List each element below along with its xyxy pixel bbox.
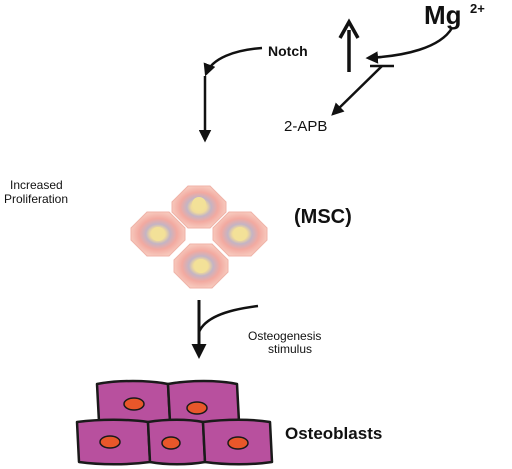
nucleus-1 — [123, 397, 145, 411]
msc-nucleus-right — [233, 227, 247, 241]
nucleus-5 — [227, 436, 249, 450]
mg-charge-label: 2+ — [470, 1, 485, 16]
mg-to-notch-arrow — [365, 27, 454, 64]
stimulus-curve-arrow — [197, 304, 259, 333]
proliferation-label: Proliferation — [4, 192, 68, 206]
increased-label: Increased — [10, 178, 63, 192]
osteoblast-nuclei — [99, 397, 249, 450]
notch-label: Notch — [268, 43, 308, 59]
msc-cell-group — [130, 185, 268, 289]
osteoblast-group — [75, 379, 274, 466]
osteoblast-top-right — [166, 379, 241, 425]
msc-nucleus-top — [192, 197, 206, 211]
nucleus-3 — [99, 435, 121, 449]
stimulus-label: stimulus — [268, 342, 312, 356]
notch-curve-arrow — [203, 46, 263, 77]
msc-label: (MSC) — [294, 206, 352, 228]
nucleus-4 — [161, 436, 181, 450]
nucleus-2 — [186, 401, 208, 415]
mg-label: Mg — [424, 0, 462, 30]
apb-label: 2-APB — [284, 118, 327, 135]
msc-nucleus-left — [151, 227, 165, 241]
apb-inhibition-arrow — [331, 65, 383, 116]
osteoblasts-label: Osteoblasts — [285, 424, 382, 443]
msc-nucleus-bottom — [194, 259, 208, 273]
osteogenesis-label: Osteogenesis — [248, 329, 321, 343]
up-arrow-icon — [338, 18, 360, 39]
